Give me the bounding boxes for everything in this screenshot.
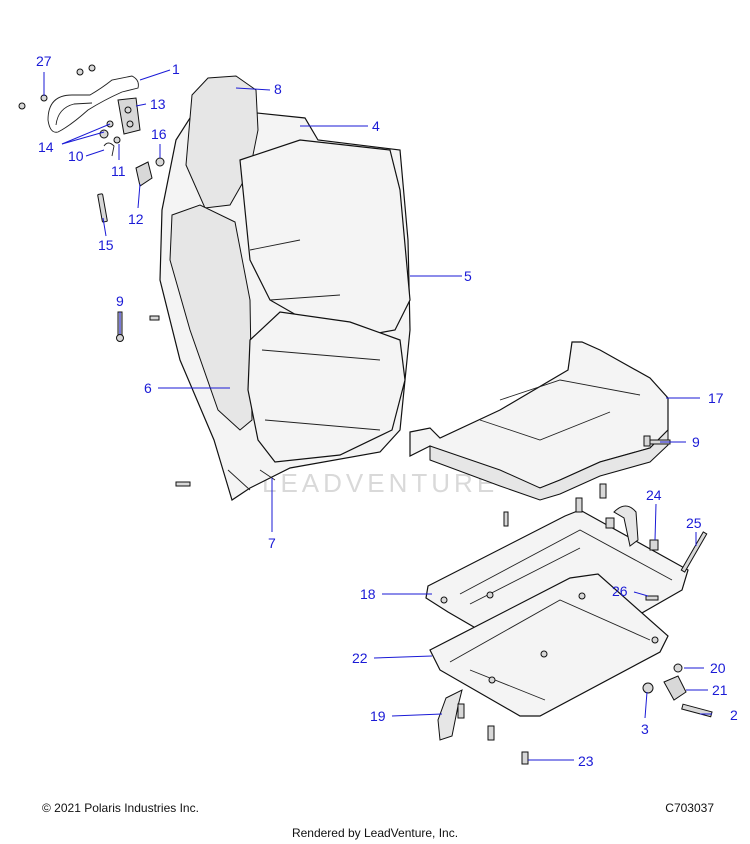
seat-back-hardware — [18, 64, 191, 487]
callout-labels: 1 2 3 4 5 6 7 8 9 9 10 11 12 13 14 15 16… — [36, 53, 738, 769]
grab-handle — [47, 75, 139, 133]
callout-14: 14 — [38, 139, 54, 155]
nut — [99, 129, 109, 139]
nut-24 — [649, 539, 659, 551]
headrest — [185, 75, 259, 209]
callout-2: 2 — [730, 707, 738, 723]
lower-cushion — [247, 311, 406, 463]
callout-24: 24 — [646, 487, 662, 503]
callout-1: 1 — [172, 61, 180, 77]
callout-16: 16 — [151, 126, 167, 142]
leader-lines — [43, 69, 712, 761]
callout-23: 23 — [578, 753, 594, 769]
callout-12: 12 — [128, 211, 144, 227]
drawing-number: C703037 — [665, 801, 714, 815]
callout-13: 13 — [150, 96, 166, 112]
seat-frame-assembly — [425, 483, 689, 717]
callout-27: 27 — [36, 53, 52, 69]
callout-26: 26 — [612, 583, 628, 599]
bracket-21 — [663, 675, 687, 701]
hinge-bracket — [117, 97, 141, 135]
washer-3 — [642, 682, 654, 694]
rendered-by-credit: Rendered by LeadVenture, Inc. — [291, 826, 459, 840]
callout-9-left: 9 — [116, 293, 124, 309]
callout-5: 5 — [464, 268, 472, 284]
copyright-notice: © 2021 Polaris Industries Inc. — [42, 801, 199, 815]
callout-17: 17 — [708, 390, 724, 406]
bolt-25 — [680, 531, 708, 573]
watermark-text: LEADVENTURE — [262, 468, 498, 498]
callout-19: 19 — [370, 708, 386, 724]
bracket-12 — [135, 161, 153, 187]
callout-15: 15 — [98, 237, 114, 253]
callout-18: 18 — [360, 586, 376, 602]
nut-20 — [673, 663, 683, 673]
pin-26 — [645, 595, 659, 601]
seat-back-assembly — [159, 75, 411, 501]
clip — [103, 142, 115, 157]
callout-4: 4 — [372, 118, 380, 134]
seat-frame-hardware — [437, 505, 713, 765]
callout-6: 6 — [144, 380, 152, 396]
upper-cushion — [239, 139, 411, 341]
bolt-15 — [97, 193, 108, 223]
strap-19 — [437, 689, 463, 741]
callout-22: 22 — [352, 650, 368, 666]
callout-20: 20 — [710, 660, 726, 676]
callout-11: 11 — [111, 163, 126, 179]
callout-7: 7 — [268, 535, 276, 551]
callout-25: 25 — [686, 515, 702, 531]
screw-23 — [521, 751, 529, 765]
strap-24 — [613, 505, 639, 547]
bolt-2 — [681, 703, 713, 718]
bushing — [155, 157, 165, 167]
callout-10: 10 — [68, 148, 84, 164]
callout-8: 8 — [274, 81, 282, 97]
callout-9-right: 9 — [692, 434, 700, 450]
callout-21: 21 — [712, 682, 728, 698]
callout-3: 3 — [641, 721, 649, 737]
side-bolster — [169, 204, 253, 431]
